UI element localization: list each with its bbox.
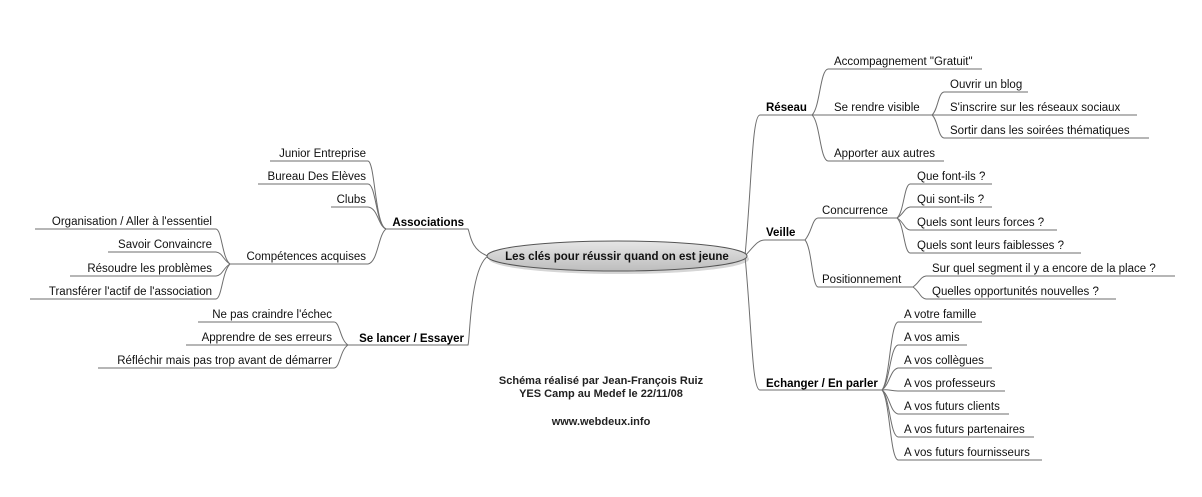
professeurs-label[interactable]: A vos professeurs (904, 378, 996, 390)
bureau-des-eleves-label[interactable]: Bureau Des Elèves (268, 171, 367, 183)
competences-acquises-label[interactable]: Compétences acquises (246, 251, 366, 263)
amis-label[interactable]: A vos amis (904, 332, 960, 344)
transferer-actif-label[interactable]: Transférer l'actif de l'association (49, 286, 212, 298)
credit-author: Schéma réalisé par Jean-François Ruiz (499, 375, 704, 387)
soirees-thematiques-label[interactable]: Sortir dans les soirées thématiques (950, 125, 1130, 137)
apprendre-erreurs-label[interactable]: Apprendre de ses erreurs (202, 332, 333, 344)
collegues-label[interactable]: A vos collègues (904, 355, 984, 367)
credit-website[interactable]: www.webdeux.info (551, 416, 651, 428)
faiblesses-label[interactable]: Quels sont leurs faiblesses ? (917, 240, 1064, 252)
junior-entreprise-label[interactable]: Junior Entreprise (279, 148, 366, 160)
reseaux-sociaux-label[interactable]: S'inscrire sur les réseaux sociaux (950, 102, 1121, 114)
forces-label[interactable]: Quels sont leurs forces ? (917, 217, 1044, 229)
clubs-label[interactable]: Clubs (337, 194, 367, 206)
reseau-label[interactable]: Réseau (766, 102, 807, 114)
echanger-label[interactable]: Echanger / En parler (766, 378, 878, 390)
qui-sont-ils-label[interactable]: Qui sont-ils ? (917, 194, 984, 206)
branch-veille: Veille Concurrence Positionnement Que fo… (766, 171, 1156, 298)
branch-reseau: Réseau Accompagnement "Gratuit" Se rendr… (766, 56, 1130, 160)
se-rendre-visible-label[interactable]: Se rendre visible (834, 102, 920, 114)
branch-echanger: Echanger / En parler A votre famille A v… (766, 309, 1030, 459)
clients-label[interactable]: A vos futurs clients (904, 401, 1000, 413)
ouvrir-blog-label[interactable]: Ouvrir un blog (950, 79, 1022, 91)
branch-se-lancer: Se lancer / Essayer Ne pas craindre l'éc… (117, 309, 464, 367)
center-node[interactable]: Les clés pour réussir quand on est jeune (486, 240, 749, 274)
concurrence-label[interactable]: Concurrence (822, 205, 888, 217)
ne-pas-craindre-label[interactable]: Ne pas craindre l'échec (212, 309, 332, 321)
savoir-convaincre-label[interactable]: Savoir Convaincre (118, 239, 212, 251)
credit-event: YES Camp au Medef le 22/11/08 (519, 388, 683, 400)
credits: Schéma réalisé par Jean-François Ruiz YE… (499, 375, 704, 428)
opportunites-label[interactable]: Quelles opportunités nouvelles ? (932, 286, 1099, 298)
accompagnement-label[interactable]: Accompagnement "Gratuit" (834, 56, 973, 68)
famille-label[interactable]: A votre famille (904, 309, 976, 321)
que-font-ils-label[interactable]: Que font-ils ? (917, 171, 985, 183)
fournisseurs-label[interactable]: A vos futurs fournisseurs (904, 447, 1030, 459)
apporter-autres-label[interactable]: Apporter aux autres (834, 148, 935, 160)
reflechir-label[interactable]: Réfléchir mais pas trop avant de démarre… (117, 355, 332, 367)
organisation-label[interactable]: Organisation / Aller à l'essentiel (52, 216, 212, 228)
se-lancer-label[interactable]: Se lancer / Essayer (359, 333, 464, 345)
veille-label[interactable]: Veille (766, 227, 795, 239)
segment-label[interactable]: Sur quel segment il y a encore de la pla… (932, 263, 1156, 275)
branch-associations: Associations Junior Entreprise Bureau De… (49, 148, 464, 298)
positionnement-label[interactable]: Positionnement (822, 274, 902, 286)
associations-label[interactable]: Associations (392, 217, 464, 229)
resoudre-problemes-label[interactable]: Résoudre les problèmes (87, 263, 212, 275)
connector-lines (30, 68, 1175, 461)
center-label: Les clés pour réussir quand on est jeune (505, 251, 729, 263)
partenaires-label[interactable]: A vos futurs partenaires (904, 424, 1025, 436)
